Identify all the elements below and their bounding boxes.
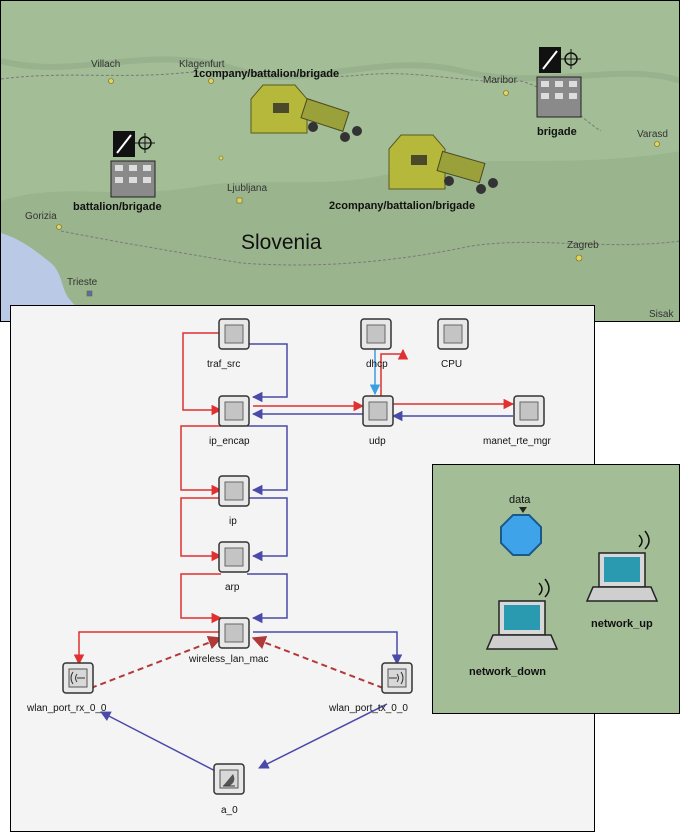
city-gorizia: Gorizia — [25, 211, 57, 222]
module-dhcp[interactable] — [360, 318, 392, 350]
module-antenna[interactable] — [213, 763, 245, 795]
module-arp-label: arp — [225, 582, 240, 593]
laptop-network-down-icon[interactable] — [485, 578, 559, 650]
unit-1company-label: 1company/battalion/brigade — [193, 68, 339, 80]
node-model-canvas: traf_src dhcp CPU ip_encap udp manet_rte… — [26, 318, 551, 816]
map-canvas: Villach Klagenfurt Maribor Varasd Ljublj… — [1, 47, 679, 321]
unit-2company-label: 2company/battalion/brigade — [329, 200, 475, 212]
data-octagon-icon[interactable] — [500, 514, 542, 556]
module-cpu[interactable] — [437, 318, 469, 350]
city-ljubljana: Ljubljana — [227, 183, 267, 194]
network-canvas: data network_down network_up — [469, 494, 659, 678]
brigade-hq-icon[interactable] — [536, 47, 582, 118]
module-traf-src[interactable] — [218, 318, 250, 350]
module-wlan-tx-label: wlan_port_tx_0_0 — [328, 703, 408, 714]
unit-2company-icon[interactable] — [388, 134, 498, 194]
terrain-ridge — [1, 56, 679, 84]
network-down-label: network_down — [469, 666, 546, 678]
module-udp-label: udp — [369, 436, 386, 447]
module-arp[interactable] — [218, 541, 250, 573]
city-varasd: Varasd — [637, 129, 668, 140]
network-up-label: network_up — [591, 618, 653, 630]
border-south — [60, 230, 679, 266]
module-wireless-lan-mac[interactable] — [218, 617, 250, 649]
packet-streams — [73, 332, 515, 777]
module-wlan-port-rx[interactable] — [62, 662, 94, 694]
sea — [1, 233, 90, 321]
city-dots — [56, 78, 660, 297]
module-ip-label: ip — [229, 516, 237, 527]
module-cpu-label: CPU — [441, 359, 462, 370]
module-wlan-port-tx[interactable] — [381, 662, 413, 694]
module-dhcp-label: dhcp — [366, 359, 388, 370]
laptop-network-up-icon[interactable] — [585, 530, 659, 602]
module-ip-encap[interactable] — [218, 395, 250, 427]
city-zagreb: Zagreb — [567, 240, 599, 251]
module-wlan-mac-label: wireless_lan_mac — [188, 654, 268, 665]
unit-1company-icon[interactable] — [250, 84, 362, 142]
statistic-wires — [90, 635, 384, 689]
module-wlan-rx-label: wlan_port_rx_0_0 — [26, 703, 107, 714]
module-manet-label: manet_rte_mgr — [483, 436, 551, 447]
country-label: Slovenia — [241, 231, 322, 254]
border-north — [1, 71, 602, 132]
city-klagenfurt: Klagenfurt — [179, 59, 225, 70]
battalion-hq-icon[interactable] — [110, 131, 156, 198]
city-sisak: Sisak — [649, 309, 674, 320]
brigade-hq-label: brigade — [537, 126, 577, 138]
module-manet-rte-mgr[interactable] — [513, 395, 545, 427]
data-marker-icon — [519, 507, 527, 513]
module-udp[interactable] — [362, 395, 394, 427]
city-maribor: Maribor — [483, 75, 518, 86]
network-panel: data network_down network_up — [432, 464, 680, 714]
data-node-label: data — [509, 494, 531, 506]
module-ip-encap-label: ip_encap — [209, 436, 250, 447]
map-panel: Villach Klagenfurt Maribor Varasd Ljublj… — [0, 0, 680, 322]
terrain-shade — [1, 151, 679, 321]
module-ip[interactable] — [218, 475, 250, 507]
city-trieste: Trieste — [67, 277, 98, 288]
module-traf-src-label: traf_src — [207, 359, 240, 370]
city-villach: Villach — [91, 59, 120, 70]
module-antenna-label: a_0 — [221, 805, 238, 816]
battalion-hq-label: battalion/brigade — [73, 201, 162, 213]
